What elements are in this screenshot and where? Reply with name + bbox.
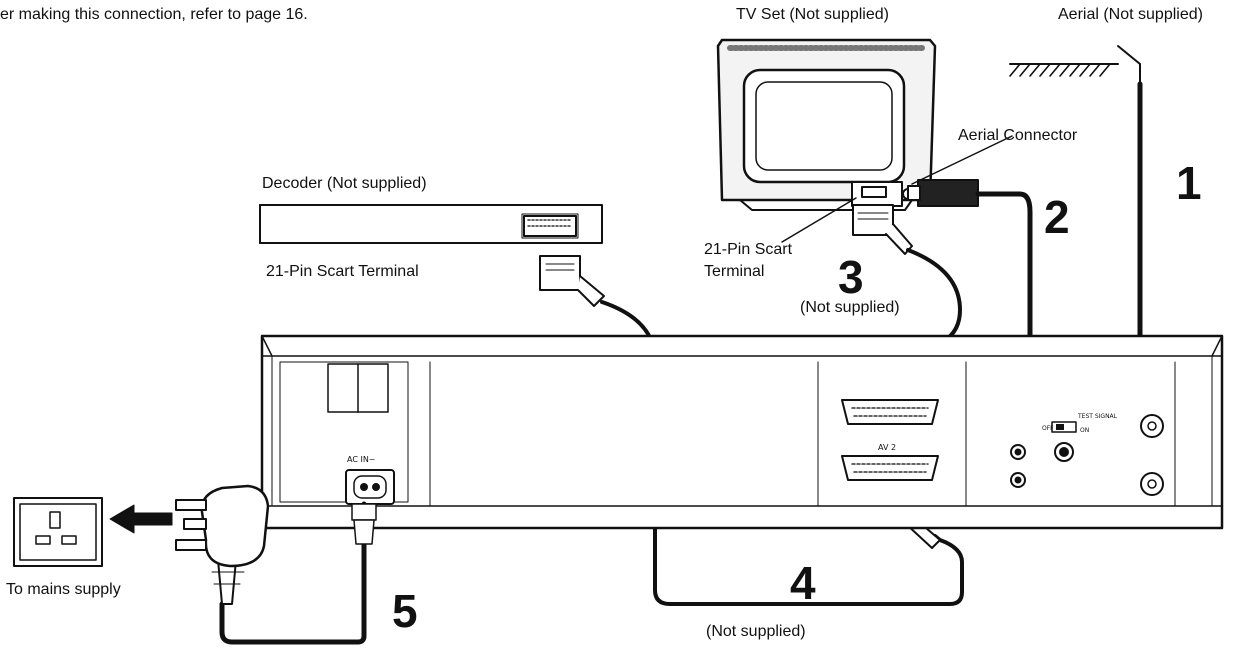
step-5-number: 5 [392,585,418,637]
aerial-connector-label: Aerial Connector [958,127,1078,144]
tv-set-label: TV Set (Not supplied) [736,6,889,23]
scart-cable-4-note: (Not supplied) [706,623,806,640]
aerial-label: Aerial (Not supplied) [1058,6,1203,23]
intro-text: er making this connection, refer to page… [0,6,308,23]
tv-set-icon [716,38,937,211]
wall-socket-icon [13,497,103,567]
mains-lead [211,501,377,645]
step-3-number: 3 [838,251,864,303]
scart-cable-3-note: (Not supplied) [800,299,900,316]
tv-scart-leader [781,197,857,243]
decoder-icon [259,204,603,244]
step-4-number: 4 [790,557,816,609]
tv-scart-terminal-label-line1: 21-Pin Scart [704,241,793,258]
ac-in-mark: AC IN~ [347,455,376,464]
on-mark: ON [1080,427,1089,434]
recorder-rear-panel-icon [260,334,1224,530]
tv-scart-terminal-label-line2: Terminal [704,263,765,280]
mains-plug-icon [175,484,270,568]
aerial-connector-leader [911,135,1013,185]
step-1-number: 1 [1176,157,1202,209]
av2-mark: AV 2 [878,443,896,452]
step-2-number: 2 [1044,191,1070,243]
test-signal-mark: TEST SIGNAL [1077,413,1118,420]
decoder-label: Decoder (Not supplied) [262,175,427,192]
decoder-scart-terminal-label: 21-Pin Scart Terminal [266,263,419,280]
mains-supply-label: To mains supply [6,581,121,598]
aerial-icon [1009,45,1141,85]
off-mark: OFF [1042,425,1054,432]
arrow-left-icon [109,504,173,534]
